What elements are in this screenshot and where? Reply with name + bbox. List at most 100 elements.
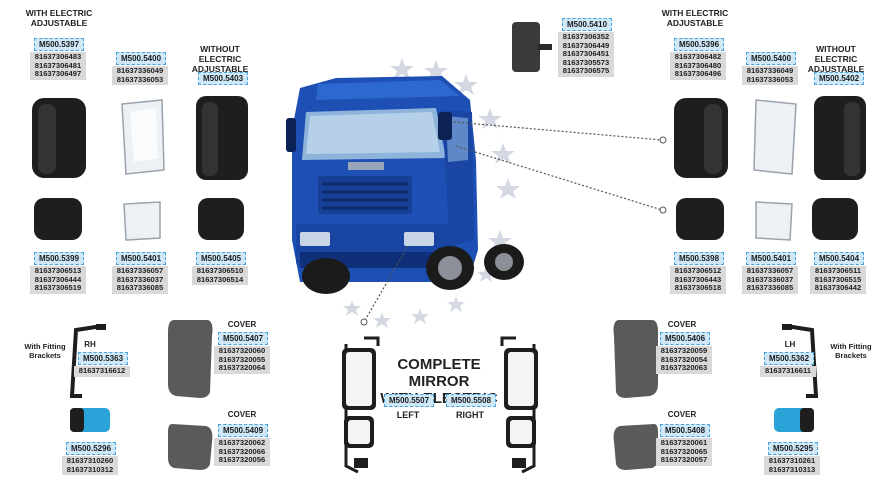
ref-number: 81637306451 <box>562 49 610 59</box>
part-code: M500.5406 <box>660 332 710 345</box>
ref-number: 81637310313 <box>768 464 816 474</box>
part-code: M500.5407 <box>218 332 268 345</box>
mirror-glass-small-left <box>123 201 161 241</box>
brackets-line: With Fitting <box>24 342 66 351</box>
part-code: M500.5401 <box>746 252 796 265</box>
ref-number: 81637306442 <box>814 283 862 293</box>
mirror-head-large-right <box>674 98 728 178</box>
ref-number: 81637336053 <box>116 74 164 84</box>
right-label: RIGHT <box>456 410 484 420</box>
mirror-glass-small-right <box>755 201 793 241</box>
ref-number: 81637306481 <box>34 60 82 70</box>
part-code: M500.5405 <box>196 252 246 265</box>
ref-number: 81637320060 <box>218 346 266 355</box>
part-code: M500.5408 <box>660 424 710 437</box>
ref-number: 81637306510 <box>196 266 244 275</box>
brackets-line: With Fitting <box>830 342 872 351</box>
ref-number: 81637320056 <box>218 455 266 465</box>
mirror-head-small-left <box>34 198 82 240</box>
ref-number: 81637306496 <box>674 69 722 79</box>
part-refs: 81637320062 81637320066 81637320056 <box>214 438 270 466</box>
cover-title: COVER <box>667 410 697 419</box>
mirror-head-manual-small-right <box>812 198 858 240</box>
mirror-cover-large-left <box>168 320 213 398</box>
side-label: LH <box>784 340 796 349</box>
ref-number: 81637306519 <box>34 283 82 293</box>
ref-number: 81637306443 <box>674 274 722 284</box>
mirror-glass-large-left <box>121 99 165 175</box>
header-left-manual: WITHOUT ELECTRIC ADJUSTABLE <box>180 44 260 74</box>
part-refs: 81637316612 <box>74 366 130 377</box>
header-right-electric: WITH ELECTRIC ADJUSTABLE <box>660 8 730 28</box>
ref-number: 81637306518 <box>674 283 722 293</box>
fitting-bracket-right <box>782 324 819 398</box>
part-code: M500.5403 <box>198 72 248 85</box>
ref-number: 81637316611 <box>764 366 812 375</box>
ref-number: 81637336057 <box>116 266 164 275</box>
left-label: LEFT <box>396 410 420 420</box>
part-refs: 81637306482 81637306480 81637306496 <box>670 52 726 80</box>
header-line: WITHOUT ELECTRIC <box>814 44 858 64</box>
header-line: WITH ELECTRIC <box>661 8 729 18</box>
header-left-electric: WITH ELECTRIC ADJUSTABLE <box>24 8 94 28</box>
ref-number: 81637310312 <box>66 464 114 474</box>
part-refs: 81637320061 81637320065 81637320057 <box>656 438 712 466</box>
ref-number: 81637320066 <box>218 446 266 456</box>
part-code: M500.5401 <box>116 252 166 265</box>
part-refs: 81637306352 81637306449 81637306451 8163… <box>558 32 614 77</box>
ref-number: 81637305573 <box>562 57 610 67</box>
part-code: M500.5362 <box>764 352 814 365</box>
header-line: ADJUSTABLE <box>807 64 865 74</box>
part-code: M500.5400 <box>746 52 796 65</box>
ref-number: 81637306480 <box>674 60 722 70</box>
ref-number: 81637320055 <box>218 354 266 364</box>
ref-number: 81637336049 <box>746 66 794 75</box>
part-code: M500.5410 <box>562 18 612 31</box>
ref-number: 81637320062 <box>218 438 266 447</box>
part-refs: 81637306510 81637306514 <box>192 266 248 286</box>
part-refs: 81637336049 81637336053 <box>112 66 168 86</box>
header-right-manual: WITHOUT ELECTRIC ADJUSTABLE <box>796 44 876 74</box>
mirror-head-small-right <box>676 198 724 240</box>
brackets-line: Brackets <box>835 351 867 360</box>
mirror-glass-large-right <box>753 99 797 175</box>
part-code: M500.5396 <box>674 38 724 51</box>
part-code: M500.5296 <box>66 442 116 455</box>
mirror-cover-small-left <box>168 424 213 470</box>
ref-number: 81637306511 <box>814 266 862 275</box>
part-refs: 81637310261 81637310313 <box>764 456 820 476</box>
ref-number: 81637310261 <box>768 456 816 465</box>
header-line: ADJUSTABLE <box>30 18 88 28</box>
ref-number: 81637306497 <box>34 69 82 79</box>
part-refs: 81637310260 81637310312 <box>62 456 118 476</box>
brackets-label-right: With Fitting Brackets <box>826 342 876 360</box>
part-code: M500.5404 <box>814 252 864 265</box>
part-refs: 81637316611 <box>760 366 816 377</box>
bracket-clamp-left <box>70 408 110 432</box>
part-refs: 81637336057 81637336037 81637336085 <box>112 266 168 294</box>
ref-number: 81637320064 <box>218 363 266 373</box>
part-code: M500.5397 <box>34 38 84 51</box>
cover-title: COVER <box>227 320 257 329</box>
ref-number: 81637336037 <box>746 274 794 284</box>
part-refs: 81637306483 81637306481 81637306497 <box>30 52 86 80</box>
part-refs: 81637306513 81637306444 81637306519 <box>30 266 86 294</box>
part-code: M500.5398 <box>674 252 724 265</box>
part-code: M500.5295 <box>768 442 818 455</box>
header-line: WITH ELECTRIC <box>25 8 93 18</box>
ref-number: 81637316612 <box>78 366 126 375</box>
ref-number: 81637320057 <box>660 455 708 465</box>
part-refs: 81637320060 81637320055 81637320064 <box>214 346 270 374</box>
part-code-left: M500.5507 <box>384 394 434 407</box>
mirror-cover-small-right <box>613 424 658 470</box>
header-line: WITHOUT ELECTRIC <box>198 44 242 64</box>
cover-title: COVER <box>227 410 257 419</box>
part-refs: 81637320059 81637320054 81637320063 <box>656 346 712 374</box>
complete-mirror-right <box>500 336 538 474</box>
part-code: M500.5402 <box>814 72 864 85</box>
ref-number: 81637336057 <box>746 266 794 275</box>
part-code: M500.5399 <box>34 252 84 265</box>
part-refs: 81637306511 81637306515 81637306442 <box>810 266 866 294</box>
ref-number: 81637306512 <box>674 266 722 275</box>
